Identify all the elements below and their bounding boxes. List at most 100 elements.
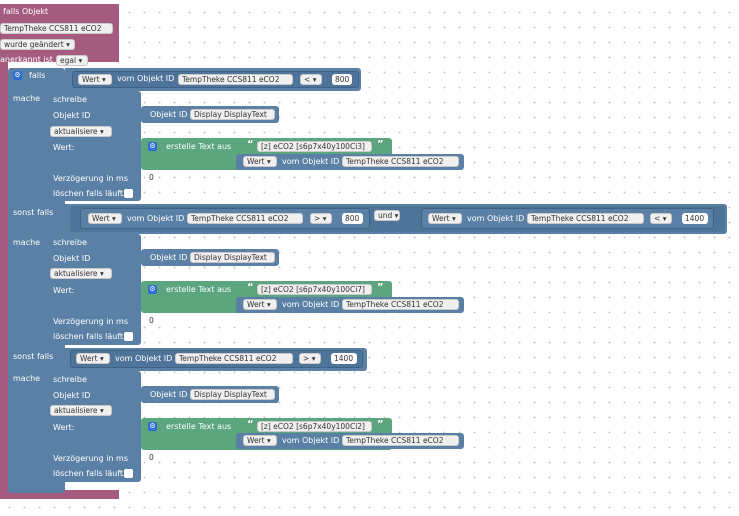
source-object-field-1[interactable]: TempTheke CCS811 eCO2 bbox=[342, 156, 459, 167]
value-of-label: vom Objekt ID bbox=[282, 436, 340, 445]
clear-label: löschen falls läuft bbox=[53, 189, 124, 198]
write-label: schreibe bbox=[53, 375, 87, 384]
quote-open-icon: “ bbox=[247, 282, 254, 293]
condition-1-object-field[interactable]: TempTheke CCS811 eCO2 bbox=[178, 74, 293, 85]
chevron-down-icon: ▾ bbox=[394, 211, 399, 220]
trigger-object-dropdown[interactable]: TempTheke CCS811 eCO2 bbox=[0, 23, 113, 34]
gear-icon[interactable]: ⚙ bbox=[148, 285, 157, 294]
source-object-field-3[interactable]: TempTheke CCS811 eCO2 bbox=[342, 435, 459, 446]
value-of-label: vom Objekt ID bbox=[115, 354, 173, 363]
object-id-label: Objekt ID bbox=[53, 111, 91, 120]
trigger-mode-label: wurde geändert bbox=[4, 40, 64, 49]
delay-label: Verzögerung in ms bbox=[53, 174, 129, 183]
trigger-block-left-bar bbox=[0, 60, 8, 492]
clear-label: löschen falls läuft bbox=[53, 469, 124, 478]
wert-label: Wert bbox=[82, 75, 100, 84]
condition-2b-value-field[interactable]: 1400 bbox=[682, 213, 708, 224]
text-string-field-3[interactable]: [z] eCO2 [s6p7x40y100Ci2] bbox=[257, 421, 372, 432]
operator-label: > bbox=[303, 354, 310, 363]
object-id-label: Objekt ID bbox=[53, 254, 91, 263]
text-string-field-2[interactable]: [z] eCO2 [s6p7x40y100Ci7] bbox=[257, 284, 372, 295]
create-text-label: erstelle Text aus bbox=[166, 285, 232, 294]
object-id-prefix: Objekt ID bbox=[150, 110, 188, 119]
value-of-label: vom Objekt ID bbox=[282, 300, 340, 309]
delay-field-1[interactable]: 0 bbox=[146, 172, 157, 183]
condition-1-value-field[interactable]: 800 bbox=[332, 74, 352, 85]
delay-label: Verzögerung in ms bbox=[53, 317, 129, 326]
write-block-2[interactable] bbox=[47, 234, 141, 345]
chevron-down-icon: ▾ bbox=[100, 354, 104, 363]
update-dropdown-1[interactable]: aktualisiere ▾ bbox=[50, 126, 112, 137]
clear-checkbox-3[interactable] bbox=[124, 469, 133, 478]
condition-2a-object-field[interactable]: TempTheke CCS811 eCO2 bbox=[187, 213, 303, 224]
chevron-down-icon: ▾ bbox=[102, 75, 106, 84]
chevron-down-icon: ▾ bbox=[78, 56, 83, 65]
wert-dropdown[interactable]: Wert ▾ bbox=[88, 213, 122, 224]
wert-dropdown[interactable]: Wert ▾ bbox=[243, 156, 277, 167]
operator-label: < bbox=[304, 75, 311, 84]
update-dropdown-3[interactable]: aktualisiere ▾ bbox=[50, 405, 112, 416]
clear-label: löschen falls läuft bbox=[53, 332, 124, 341]
gear-icon[interactable]: ⚙ bbox=[13, 71, 22, 80]
text-string-field-1[interactable]: [z] eCO2 [s6p7x40y100Ci3] bbox=[257, 141, 372, 152]
condition-1-operator-dropdown[interactable]: < ▾ bbox=[300, 74, 322, 85]
source-object-field-2[interactable]: TempTheke CCS811 eCO2 bbox=[342, 299, 459, 310]
wert-label: Wert bbox=[92, 214, 110, 223]
delay-field-2[interactable]: 0 bbox=[146, 315, 157, 326]
quote-close-icon: ” bbox=[377, 139, 384, 150]
operator-label: < bbox=[654, 214, 661, 223]
condition-3-object-field[interactable]: TempTheke CCS811 eCO2 bbox=[175, 353, 293, 364]
write-block-1[interactable] bbox=[47, 91, 141, 201]
chevron-down-icon: ▾ bbox=[99, 269, 104, 278]
chevron-down-icon: ▾ bbox=[267, 436, 271, 445]
wert-dropdown[interactable]: Wert ▾ bbox=[76, 353, 110, 364]
object-id-prefix: Objekt ID bbox=[150, 390, 188, 399]
target-object-field-3[interactable]: Display DisplayText bbox=[190, 389, 275, 400]
write-label: schreibe bbox=[53, 95, 87, 104]
condition-2a-value-field[interactable]: 800 bbox=[342, 213, 363, 224]
logic-and-dropdown[interactable]: und ▾ bbox=[374, 210, 400, 221]
trigger-block-bottom bbox=[0, 490, 119, 499]
quote-close-icon: ” bbox=[377, 419, 384, 430]
write-label: schreibe bbox=[53, 238, 87, 247]
value-label: Wert: bbox=[53, 286, 75, 295]
do-label: mache bbox=[13, 374, 41, 383]
object-id-prefix: Objekt ID bbox=[150, 253, 188, 262]
chevron-down-icon: ▾ bbox=[311, 354, 316, 363]
chevron-down-icon: ▾ bbox=[267, 300, 271, 309]
value-of-label: vom Objekt ID bbox=[467, 214, 525, 223]
condition-2b-object-field[interactable]: TempTheke CCS811 eCO2 bbox=[527, 213, 644, 224]
gear-icon[interactable]: ⚙ bbox=[148, 142, 157, 151]
target-object-field-2[interactable]: Display DisplayText bbox=[190, 252, 275, 263]
chevron-down-icon: ▾ bbox=[267, 157, 271, 166]
trigger-mode-dropdown[interactable]: wurde geändert ▾ bbox=[0, 39, 75, 50]
quote-open-icon: “ bbox=[247, 419, 254, 430]
update-label: aktualisiere bbox=[54, 269, 98, 278]
delay-field-3[interactable]: 0 bbox=[146, 452, 157, 463]
gear-icon[interactable]: ⚙ bbox=[148, 422, 157, 431]
wert-dropdown[interactable]: Wert ▾ bbox=[428, 213, 462, 224]
condition-2b-operator-dropdown[interactable]: < ▾ bbox=[650, 213, 672, 224]
chevron-down-icon: ▾ bbox=[322, 214, 327, 223]
create-text-label: erstelle Text aus bbox=[166, 422, 232, 431]
wert-dropdown[interactable]: Wert ▾ bbox=[243, 435, 277, 446]
update-dropdown-2[interactable]: aktualisiere ▾ bbox=[50, 268, 112, 279]
value-label: Wert: bbox=[53, 143, 75, 152]
clear-checkbox-1[interactable] bbox=[124, 189, 133, 198]
wert-label: Wert bbox=[432, 214, 450, 223]
wert-label: Wert bbox=[247, 436, 265, 445]
condition-3-operator-dropdown[interactable]: > ▾ bbox=[299, 353, 321, 364]
wert-dropdown[interactable]: Wert ▾ bbox=[243, 299, 277, 310]
wert-dropdown[interactable]: Wert ▾ bbox=[78, 74, 112, 85]
trigger-ack-dropdown[interactable]: egal ▾ bbox=[56, 55, 88, 66]
elseif-label: sonst falls bbox=[13, 352, 54, 361]
target-object-field-1[interactable]: Display DisplayText bbox=[190, 109, 275, 120]
trigger-ack-value: egal bbox=[60, 56, 77, 65]
clear-checkbox-2[interactable] bbox=[124, 332, 133, 341]
object-id-label: Objekt ID bbox=[53, 391, 91, 400]
write-block-3[interactable] bbox=[47, 371, 141, 482]
create-text-label: erstelle Text aus bbox=[166, 142, 232, 151]
condition-2a-operator-dropdown[interactable]: > ▾ bbox=[310, 213, 332, 224]
delay-label: Verzögerung in ms bbox=[53, 454, 129, 463]
condition-3-value-field[interactable]: 1400 bbox=[331, 353, 357, 364]
